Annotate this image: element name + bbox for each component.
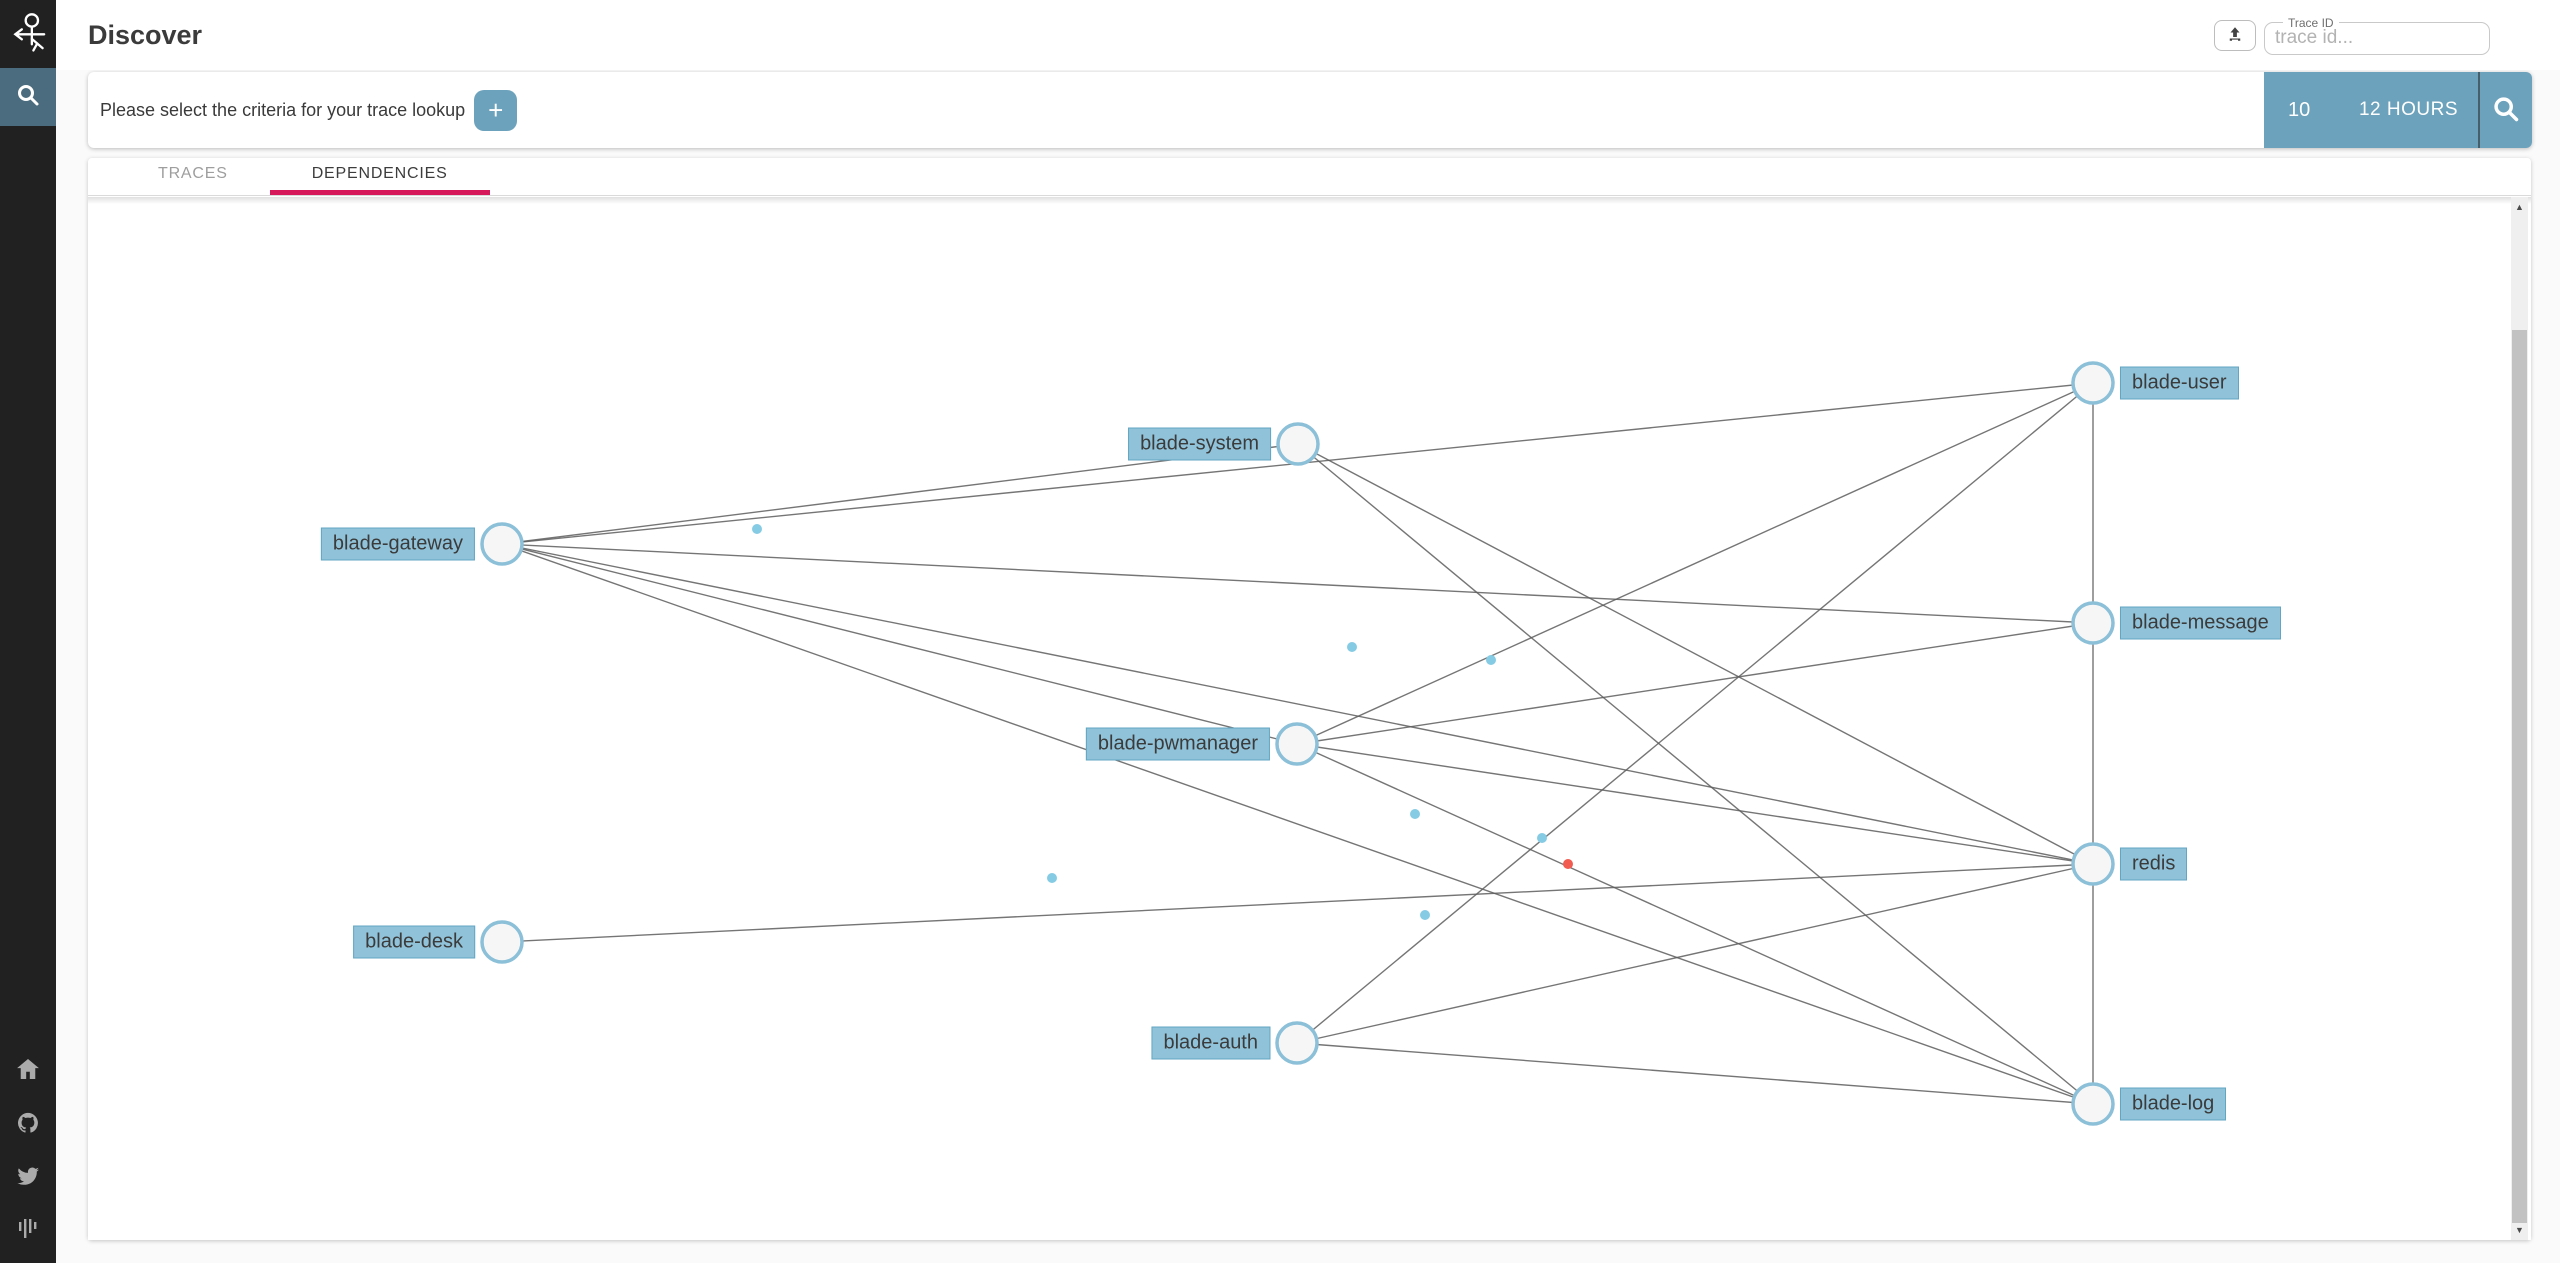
sidebar <box>0 0 56 1263</box>
scroll-up-arrow[interactable]: ▲ <box>2515 202 2524 212</box>
sidebar-spacer <box>0 126 56 1059</box>
tab-traces[interactable]: TRACES <box>158 165 228 182</box>
graph-node-redis[interactable] <box>2071 842 2115 886</box>
graph-node-label-blade-pwmanager[interactable]: blade-pwmanager <box>1085 727 1270 761</box>
graph-edge <box>501 543 1298 745</box>
upload-icon <box>2226 25 2244 46</box>
search-icon <box>16 83 40 112</box>
traffic-particle-red <box>1563 859 1573 869</box>
traffic-particle-blue <box>752 524 762 534</box>
lookback-select[interactable]: 12 HOURS <box>2358 99 2458 120</box>
graph-node-blade-pwmanager[interactable] <box>1275 722 1319 766</box>
trace-id-label: Trace ID <box>2288 15 2334 30</box>
tab-bar: TRACES DEPENDENCIES <box>88 158 2531 196</box>
graph-edge <box>1296 743 2094 1105</box>
graph-node-blade-message[interactable] <box>2071 601 2115 645</box>
trace-id-input[interactable] <box>2275 26 2479 49</box>
graph-edge <box>501 543 2094 624</box>
dependency-graph: blade-gateway blade-desk blade-system blade… <box>88 197 2531 1240</box>
sidebar-item-search[interactable] <box>0 68 56 126</box>
graph-node-label-blade-system[interactable]: blade-system <box>1128 427 1271 461</box>
scroll-down-arrow[interactable]: ▼ <box>2515 1225 2524 1235</box>
home-icon[interactable] <box>17 1059 39 1079</box>
graph-node-label-blade-auth[interactable]: blade-auth <box>1151 1026 1270 1060</box>
zipkin-logo[interactable] <box>0 0 56 68</box>
graph-edge <box>1297 443 2094 865</box>
traffic-particle-blue <box>1537 833 1547 843</box>
graph-node-label-blade-message[interactable]: blade-message <box>2120 606 2281 640</box>
github-icon[interactable] <box>17 1112 39 1134</box>
graph-edge <box>501 543 2094 1105</box>
dependency-graph-canvas <box>480 361 2115 1126</box>
graph-edge <box>1296 622 2094 745</box>
upload-trace-button[interactable] <box>2214 19 2256 51</box>
run-search-button[interactable] <box>2480 72 2532 148</box>
graph-node-label-redis[interactable]: redis <box>2120 847 2188 881</box>
traffic-particle-blue <box>1410 809 1420 819</box>
traffic-particle-blue <box>1420 910 1430 920</box>
twitter-icon[interactable] <box>17 1167 39 1186</box>
graph-edge <box>1296 1042 2094 1105</box>
gitter-icon[interactable] <box>18 1219 38 1241</box>
graph-node-blade-auth[interactable] <box>1275 1021 1319 1065</box>
page-title: Discover <box>88 19 203 50</box>
graph-node-blade-desk[interactable] <box>480 920 524 964</box>
criteria-placeholder: Please select the criteria for your trac… <box>100 99 466 120</box>
trace-id-fieldset: Trace ID <box>2264 15 2490 55</box>
graph-edge <box>1296 382 2094 745</box>
search-icon <box>2492 95 2520 126</box>
app-header: Discover Trace ID <box>56 0 2560 70</box>
traffic-particle-blue <box>1486 655 1496 665</box>
header-right-controls: Trace ID <box>2214 15 2490 55</box>
graph-node-label-blade-gateway[interactable]: blade-gateway <box>320 527 475 561</box>
graph-node-blade-user[interactable] <box>2071 361 2115 405</box>
graph-edge <box>1296 382 2094 1044</box>
add-criteria-button[interactable]: + <box>474 89 518 131</box>
graph-node-label-blade-log[interactable]: blade-log <box>2120 1087 2227 1121</box>
scrollbar-thumb[interactable] <box>2512 330 2527 1223</box>
result-limit-field[interactable]: 10 <box>2288 98 2311 121</box>
trace-lookup-bar: Please select the criteria for your trac… <box>88 72 2532 148</box>
criteria-input-zone[interactable]: Please select the criteria for your trac… <box>88 72 2264 148</box>
zipkin-logo-icon <box>8 9 48 60</box>
graph-node-label-blade-user[interactable]: blade-user <box>2120 366 2239 400</box>
tab-dependencies[interactable]: DEPENDENCIES <box>269 158 490 195</box>
graph-edge <box>501 443 1299 545</box>
results-card: TRACES DEPENDENCIES blade-gateway blade-d… <box>88 158 2531 1240</box>
graph-edge <box>501 543 2094 865</box>
plus-icon: + <box>488 95 504 125</box>
graph-edge <box>1297 443 2094 1105</box>
graph-edge <box>1296 743 2094 865</box>
section-divider <box>2478 72 2480 148</box>
graph-edge <box>1296 863 2094 1044</box>
sidebar-bottom-links <box>0 1059 56 1263</box>
vertical-scrollbar[interactable]: ▲ ▼ <box>2511 197 2528 1240</box>
traffic-particle-blue <box>1347 642 1357 652</box>
graph-node-blade-gateway[interactable] <box>480 522 524 566</box>
graph-node-blade-system[interactable] <box>1276 422 1320 466</box>
lookup-settings-section: 10 12 HOURS <box>2264 72 2532 148</box>
traffic-particle-blue <box>1047 873 1057 883</box>
graph-node-blade-log[interactable] <box>2071 1082 2115 1126</box>
graph-edge <box>501 863 2094 943</box>
graph-node-label-blade-desk[interactable]: blade-desk <box>353 925 475 959</box>
